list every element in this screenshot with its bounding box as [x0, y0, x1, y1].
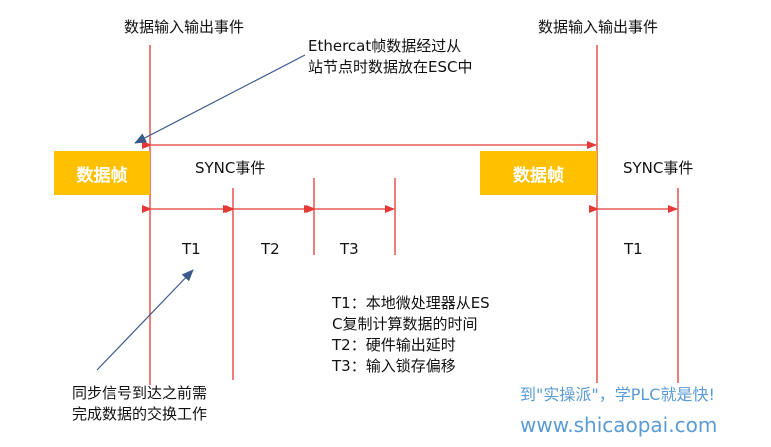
legend-line-3: T2：硬件输出延时 — [332, 336, 456, 354]
callout-top-pointer — [134, 54, 306, 144]
segment-label-t1: T1 — [182, 240, 201, 258]
legend-line-4: T3：输入锁存偏移 — [332, 357, 456, 375]
data-frame-2: 数据帧 — [480, 151, 597, 195]
legend-line-2: C复制计算数据的时间 — [332, 315, 478, 333]
watermark-url: www.shicaopai.com — [520, 413, 718, 437]
segment-label-t3: T3 — [340, 240, 359, 258]
sync-label-2: SYNC事件 — [623, 159, 694, 177]
callout-bottom-pointer — [96, 269, 194, 371]
sync-label-1: SYNC事件 — [195, 159, 266, 177]
segment-label-t1-2: T1 — [624, 240, 643, 258]
watermark-slogan: 到"实操派"，学PLC就是快! — [520, 385, 715, 404]
event-label-2: 数据输入输出事件 — [538, 18, 659, 36]
callout-bottom-line-2: 完成数据的交换工作 — [72, 405, 208, 423]
data-frame-1: 数据帧 — [54, 151, 150, 195]
callout-bottom-line-1: 同步信号到达之前需 — [72, 384, 208, 402]
segment-label-t2: T2 — [261, 240, 280, 258]
event-label-1: 数据输入输出事件 — [124, 18, 245, 36]
callout-top-line-1: Ethercat帧数据经过从 — [308, 37, 462, 55]
callout-top-line-2: 站节点时数据放在ESC中 — [308, 58, 473, 76]
legend-line-1: T1：本地微处理器从ES — [332, 294, 490, 312]
